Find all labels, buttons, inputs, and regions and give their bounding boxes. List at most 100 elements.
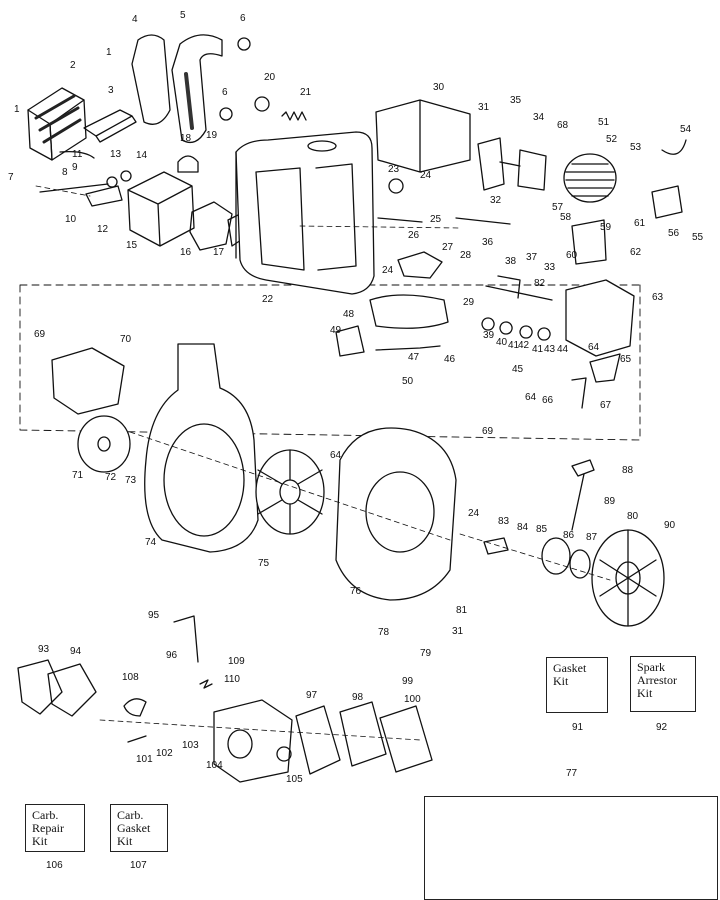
part-number-8: 8 <box>62 167 68 178</box>
part-number-15: 15 <box>126 240 138 251</box>
part-number-63: 63 <box>652 292 664 303</box>
gasket-kit-box: Gasket Kit <box>546 657 608 713</box>
part-number-52: 52 <box>606 134 618 145</box>
nut-part-6-bottom <box>219 107 233 121</box>
part-number-49: 49 <box>330 325 342 336</box>
part-number-32: 32 <box>490 195 502 206</box>
part-number-110: 110 <box>224 674 240 685</box>
part-number-1: 1 <box>14 104 20 115</box>
part-number-82: 82 <box>534 278 546 289</box>
bracket-part-65 <box>589 353 621 383</box>
lever-part-108 <box>123 698 147 717</box>
part-number-67: 67 <box>600 400 612 411</box>
part-number-94: 94 <box>70 646 82 657</box>
part-number-54: 54 <box>680 124 692 135</box>
part-number-46: 46 <box>444 354 456 365</box>
carb-gasket-kit-number: 107 <box>130 860 147 871</box>
part-number-28: 28 <box>460 250 472 261</box>
part-number-26: 26 <box>408 230 420 241</box>
handle-part-5 <box>171 34 223 144</box>
carb-gasket-kit-line-2: Gasket <box>117 821 151 835</box>
piston-assembly-part-59 <box>571 219 607 265</box>
part-number-101: 101 <box>136 754 153 765</box>
lever-part-10 <box>39 183 123 207</box>
pulley-part-86 <box>541 537 571 575</box>
part-number-102: 102 <box>156 748 173 759</box>
part-number-58: 58 <box>560 212 572 223</box>
part-number-77: 77 <box>566 768 578 779</box>
part-number-60: 60 <box>566 250 578 261</box>
wire-part-47 <box>375 345 441 351</box>
part-number-73: 73 <box>125 475 137 486</box>
part-number-14: 14 <box>136 150 148 161</box>
clip-part-67 <box>571 377 587 409</box>
pin-part-101 <box>127 735 147 743</box>
part-number-75: 75 <box>258 558 270 569</box>
part-number-90: 90 <box>664 520 676 531</box>
flywheel-hub <box>97 436 111 452</box>
part-number-24: 24 <box>382 265 394 276</box>
part-number-21: 21 <box>300 87 312 98</box>
knob-part-20 <box>254 96 270 112</box>
part-number-78: 78 <box>378 627 390 638</box>
part-number-83: 83 <box>498 516 510 527</box>
cover-part-30 <box>375 99 471 173</box>
carb-gasket-kit-line-3: Kit <box>117 834 133 848</box>
part-number-79: 79 <box>420 648 432 659</box>
knob-part-18 <box>177 155 199 173</box>
part-number-36: 36 <box>482 237 494 248</box>
bracket-part-3 <box>83 109 137 143</box>
part-number-86: 86 <box>563 530 575 541</box>
cover-part-100 <box>379 705 433 773</box>
carburetor-bore <box>227 729 253 759</box>
part-number-40: 40 <box>496 337 508 348</box>
engine-assembly-boundary <box>19 284 641 441</box>
part-number-105: 105 <box>286 774 303 785</box>
part-number-99: 99 <box>402 676 414 687</box>
part-number-31: 31 <box>478 102 490 113</box>
carb-gasket-kit-line-1: Carb. <box>117 808 144 822</box>
part-number-109: 109 <box>228 656 245 667</box>
part-number-17: 17 <box>213 247 225 258</box>
rod-part-36 <box>455 217 511 225</box>
part-number-35: 35 <box>510 95 522 106</box>
part-number-18: 18 <box>180 133 192 144</box>
fan-impeller-part-75 <box>255 449 325 535</box>
part-number-89: 89 <box>604 496 616 507</box>
part-number-23: 23 <box>388 164 400 175</box>
part-number-6: 6 <box>222 87 228 98</box>
part-number-10: 10 <box>65 214 77 225</box>
part-number-85: 85 <box>536 524 548 535</box>
part-number-64: 64 <box>588 342 600 353</box>
spark-arrestor-kit-box: Spark Arrestor Kit <box>630 656 696 712</box>
part-number-25: 25 <box>430 214 442 225</box>
main-housing-part-22 <box>235 131 375 295</box>
carb-gasket-kit-box: Carb. Gasket Kit <box>110 804 168 852</box>
part-number-72: 72 <box>105 472 117 483</box>
part-number-30: 30 <box>433 82 445 93</box>
spring-part-110 <box>199 679 213 689</box>
part-number-98: 98 <box>352 692 364 703</box>
part-number-11: 11 <box>72 149 83 160</box>
part-number-84: 84 <box>517 522 529 533</box>
part-number-24: 24 <box>468 508 480 519</box>
part-number-70: 70 <box>120 334 132 345</box>
part-number-39: 39 <box>483 330 495 341</box>
part-number-24: 24 <box>420 170 432 181</box>
carb-repair-kit-line-1: Carb. <box>32 808 59 822</box>
flywheel-part-71 <box>77 415 131 473</box>
part-number-33: 33 <box>544 262 556 273</box>
washer-part-13 <box>106 176 118 188</box>
part-number-42: 42 <box>518 340 530 351</box>
part-number-29: 29 <box>463 297 475 308</box>
part-number-69: 69 <box>482 426 494 437</box>
spark-arrestor-kit-number: 92 <box>656 722 668 733</box>
part-number-57: 57 <box>552 202 564 213</box>
blower-housing-part-74 <box>144 343 259 553</box>
part-number-65: 65 <box>620 354 632 365</box>
cap-part-105 <box>276 746 292 762</box>
part-number-104: 104 <box>206 760 223 771</box>
part-number-13: 13 <box>110 149 122 160</box>
spring-part-23 <box>388 178 404 194</box>
